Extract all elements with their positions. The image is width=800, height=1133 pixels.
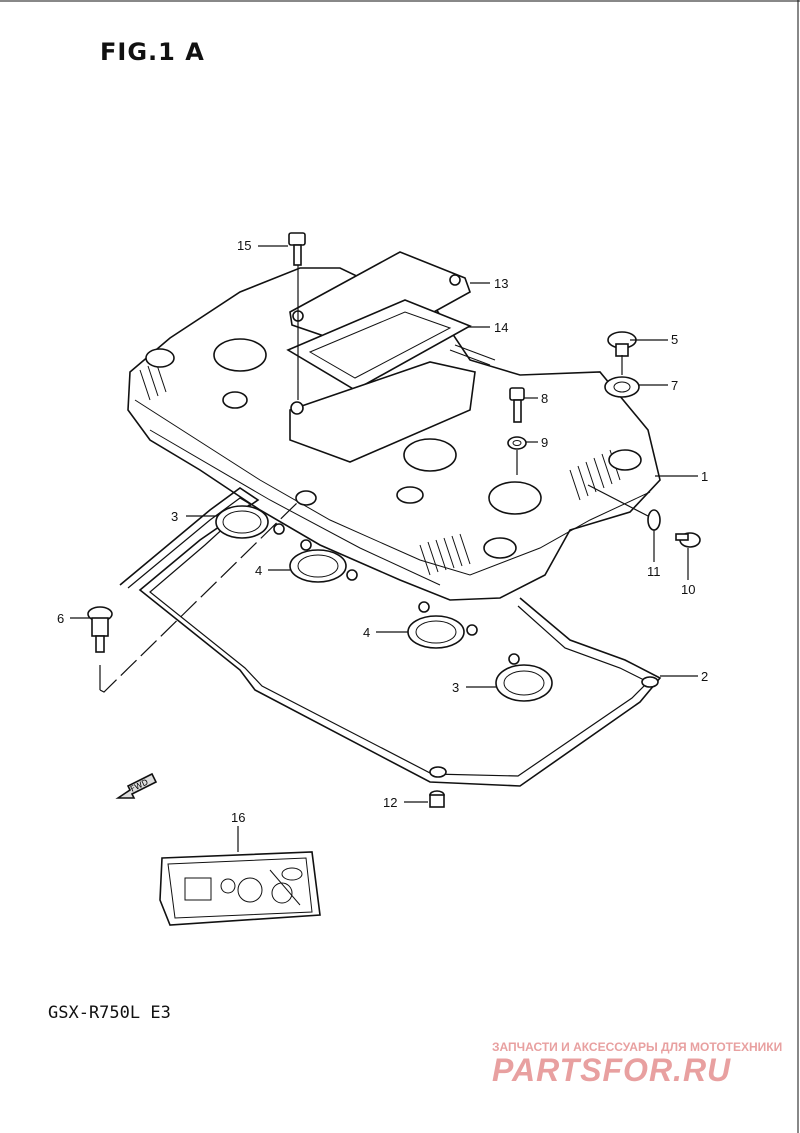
callout-3-lower: 3 bbox=[452, 680, 459, 695]
part-9-washer bbox=[507, 436, 527, 450]
callout-10: 10 bbox=[681, 582, 695, 597]
part-2-cover-gasket bbox=[119, 487, 662, 787]
leader-lines bbox=[70, 245, 698, 852]
model-code: GSX-R750L E3 bbox=[48, 1003, 171, 1023]
part-6-bolt bbox=[87, 606, 113, 653]
callout-16: 16 bbox=[231, 810, 245, 825]
callout-8: 8 bbox=[541, 391, 548, 406]
callout-2: 2 bbox=[701, 669, 708, 684]
part-16-gasket-set bbox=[159, 851, 321, 926]
part-3-plug-seal-lower bbox=[495, 653, 553, 702]
fwd-label: FWD bbox=[129, 778, 150, 794]
callout-14: 14 bbox=[494, 320, 508, 335]
part-12-dowel-pin bbox=[429, 790, 445, 808]
watermark-logo[interactable]: PARTSFOR.RU bbox=[492, 1052, 732, 1088]
fwd-arrow-icon: FWD bbox=[115, 772, 158, 799]
callout-1: 1 bbox=[701, 469, 708, 484]
part-6-dash-leader bbox=[99, 499, 301, 693]
callout-6: 6 bbox=[57, 611, 64, 626]
part-5-cap bbox=[607, 331, 637, 357]
callout-11: 11 bbox=[647, 564, 661, 579]
part-7-grommet bbox=[604, 376, 640, 398]
part-11-washer bbox=[647, 509, 661, 531]
part-8-bolt bbox=[509, 387, 525, 423]
part-4-plug-seal-lower bbox=[407, 601, 478, 649]
part-3-plug-seal-upper bbox=[215, 505, 285, 539]
part-4-plug-seal-upper bbox=[289, 539, 358, 583]
callout-5: 5 bbox=[671, 332, 678, 347]
callout-4-upper: 4 bbox=[255, 563, 262, 578]
callout-9: 9 bbox=[541, 435, 548, 450]
watermark-caption: ЗАПЧАСТИ И АКСЕССУАРЫ ДЛЯ МОТОТЕХНИКИ bbox=[492, 1040, 783, 1054]
callout-4-lower: 4 bbox=[363, 625, 370, 640]
part-14-breather-gasket bbox=[286, 299, 472, 391]
callout-7: 7 bbox=[671, 378, 678, 393]
callout-13: 13 bbox=[494, 276, 508, 291]
breather-base-plate bbox=[289, 361, 476, 463]
part-10-bolt bbox=[675, 532, 701, 548]
figure-title: FIG.1 A bbox=[100, 38, 205, 66]
callout-12: 12 bbox=[383, 795, 397, 810]
callout-15: 15 bbox=[237, 238, 251, 253]
part-15-bolt bbox=[288, 232, 306, 266]
callout-3-upper: 3 bbox=[171, 509, 178, 524]
